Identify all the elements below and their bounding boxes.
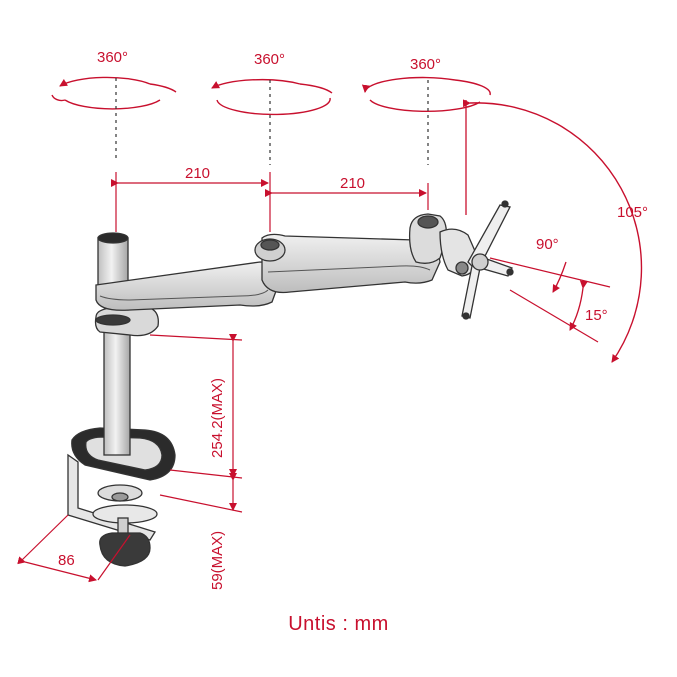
rotation-indicator-2	[211, 78, 333, 165]
clamp-knob	[99, 532, 151, 567]
arm-dimension-lines	[111, 172, 429, 232]
height-label: 254.2(MAX)	[209, 378, 226, 458]
tilt-range-label: 105°	[617, 204, 648, 221]
monitor-arm	[67, 200, 514, 567]
tilt-angle-label: 15°	[585, 307, 608, 324]
rotation-indicator-3	[361, 76, 491, 165]
rotation-indicator-1	[51, 76, 177, 160]
units-note: Untis : mm	[288, 613, 389, 635]
clamp-depth-dimension	[17, 514, 131, 583]
tilt-angle-indicator	[509, 280, 599, 343]
height-dimension	[149, 334, 243, 513]
swivel-angle-indicator	[489, 257, 611, 293]
rotation-label-3: 360°	[410, 56, 441, 73]
rotation-label-1: 360°	[97, 49, 128, 66]
arm-segment-2	[261, 233, 441, 294]
rotation-label-2: 360°	[254, 51, 285, 68]
swivel-angle-label: 90°	[536, 236, 559, 253]
clamp-depth-label: 86	[58, 552, 75, 569]
tilt-range-arc	[462, 99, 643, 363]
arm-length-1-label: 210	[185, 165, 210, 182]
arm-length-2-label: 210	[340, 175, 365, 192]
pole	[103, 319, 131, 456]
clamp-thickness-label: 59(MAX)	[209, 531, 226, 590]
